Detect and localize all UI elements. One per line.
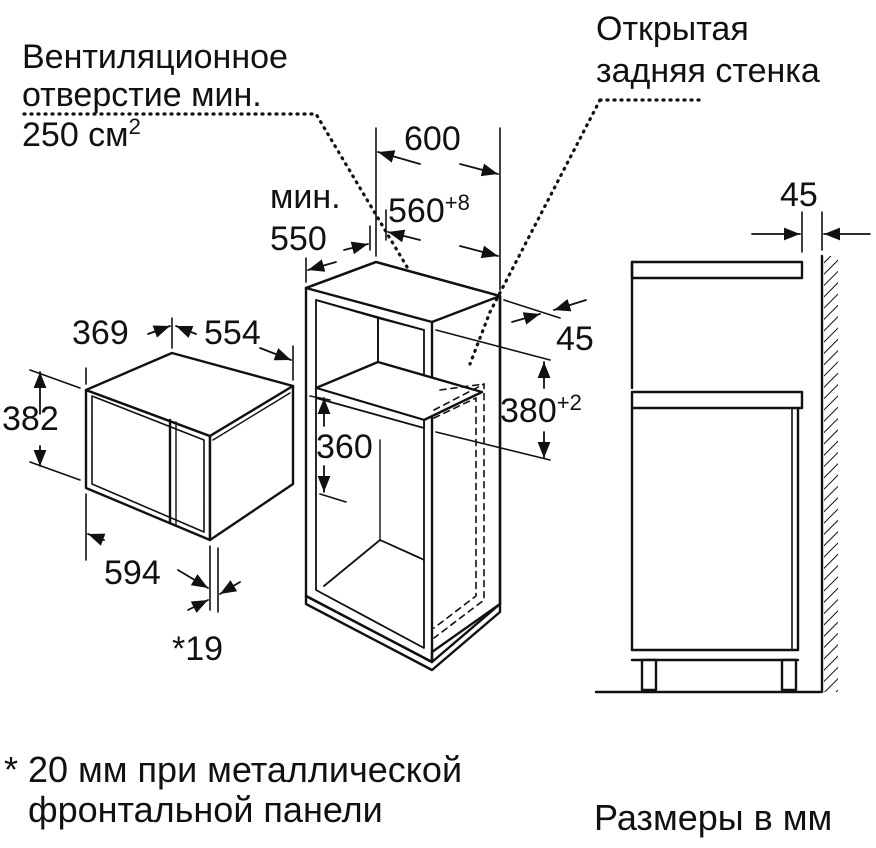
dim-380: 380+2 xyxy=(500,390,582,430)
units-note: Размеры в мм xyxy=(594,797,833,838)
open-back-label-line2: задняя стенка xyxy=(596,52,820,90)
footnote-line2: фронтальной панели xyxy=(28,789,383,830)
vent-label-line2: отверстие мин. xyxy=(22,76,262,114)
cabinet-dimension-arrows xyxy=(307,150,587,493)
footnote-line1: * 20 мм при металлической xyxy=(4,749,463,790)
min-word-label: мин. xyxy=(270,178,341,216)
vent-label-line1: Вентиляционное xyxy=(22,38,288,76)
cabinet-niche-drawing xyxy=(304,127,561,672)
dim-19: *19 xyxy=(172,630,224,668)
microwave-dimension-arrows xyxy=(33,325,292,614)
dim-560: 560+8 xyxy=(388,190,470,230)
dim-382: 382 xyxy=(2,400,59,438)
dim-360: 360 xyxy=(316,428,373,466)
dim-594: 594 xyxy=(104,554,161,592)
dim-600: 600 xyxy=(404,120,461,158)
dim-550: 550 xyxy=(270,220,327,258)
vent-label-sup: 2 xyxy=(128,114,141,139)
open-back-label-line1: Открытая xyxy=(596,10,749,48)
microwave-drawing xyxy=(29,317,295,613)
vent-label-line3: 250 см2 xyxy=(22,114,141,154)
dim-369: 369 xyxy=(72,314,129,352)
leader-lines xyxy=(22,98,702,366)
dim-554: 554 xyxy=(204,314,261,352)
side-view-drawing xyxy=(594,211,838,694)
dim-45-side: 45 xyxy=(780,176,818,214)
dim-380-tolerance: +2 xyxy=(556,390,582,415)
dim-45-right: 45 xyxy=(556,320,594,358)
dim-560-tolerance: +8 xyxy=(444,190,470,215)
